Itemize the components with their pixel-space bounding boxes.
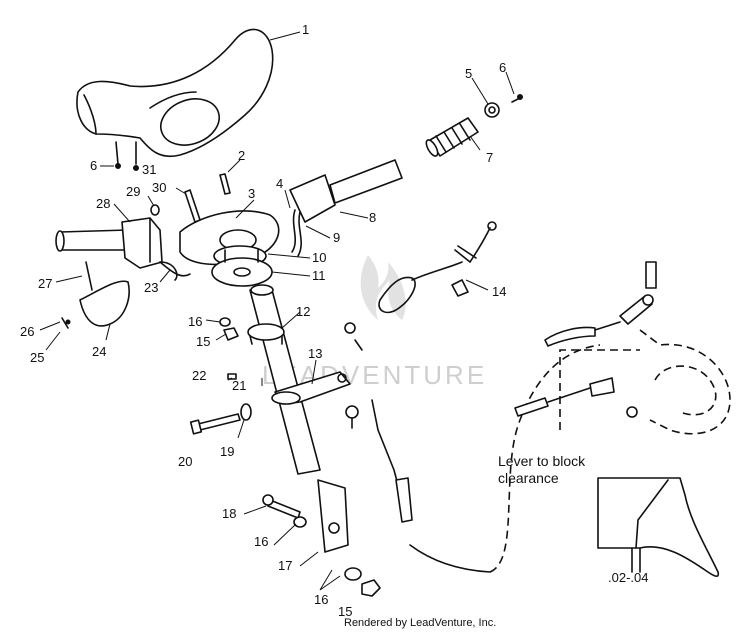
callout-23: 23: [144, 280, 158, 295]
part-8-switch-housing: [289, 174, 336, 257]
callout-10: 10: [312, 250, 326, 265]
callout-3: 3: [248, 186, 255, 201]
part-1-grip-pad: [76, 28, 274, 157]
lever-clearance-note-line1: Lever to block: [498, 453, 586, 469]
carb-linkage: [514, 261, 657, 418]
part-14-tether-cord: [378, 221, 497, 314]
callout-1: 1: [302, 22, 309, 37]
callout-31: 31: [142, 162, 156, 177]
callout-28: 28: [96, 196, 110, 211]
callout-11: 11: [312, 268, 326, 283]
clearance-inset: [597, 477, 720, 577]
callout-16-middle: 16: [254, 534, 268, 549]
cable-route: [489, 329, 731, 573]
callout-16-upper: 16: [188, 314, 202, 329]
part-7-grip: [425, 117, 479, 157]
callout-16-lower: 16: [314, 592, 328, 607]
render-credit: Rendered by LeadVenture, Inc.: [344, 617, 496, 629]
lever-clearance-note-line2: clearance: [498, 470, 559, 486]
callout-27: 27: [38, 276, 52, 291]
callout-7: 7: [486, 150, 493, 165]
part-3-mount-plate: [179, 210, 280, 287]
callout-15-upper: 15: [196, 334, 210, 349]
callout-21: 21: [232, 378, 246, 393]
leader-lines: [39, 31, 515, 591]
part-23-cable: [159, 261, 191, 277]
part-19-washer: [240, 403, 252, 421]
part-24-guard: [79, 280, 130, 327]
part-15-nut: [223, 327, 381, 597]
small-hardware: [61, 173, 359, 429]
part-28-throttle-housing: [121, 217, 178, 281]
part-16-washer: [219, 317, 362, 581]
callout-30: 30: [152, 180, 166, 195]
clearance-value: .02-.04: [608, 570, 648, 585]
part-12-clamp: [247, 323, 285, 345]
handlebar: [55, 159, 403, 252]
callout-26: 26: [20, 324, 34, 339]
callout-18: 18: [222, 506, 236, 521]
callout-15-lower: 15: [338, 604, 352, 619]
throttle-cable: [344, 322, 491, 573]
part-18-bolt: [262, 494, 301, 519]
callout-29: 29: [126, 184, 140, 199]
callout-6-left: 6: [90, 158, 97, 173]
callout-12: 12: [296, 304, 310, 319]
callout-17: 17: [278, 558, 292, 573]
watermark-flame-icon: [360, 255, 406, 320]
callout-4: 4: [276, 176, 283, 191]
part-5-end-cap: [484, 94, 523, 118]
callout-20: 20: [178, 454, 192, 469]
callout-25: 25: [30, 350, 44, 365]
part-17-bracket: [317, 479, 349, 553]
callout-14: 14: [492, 284, 506, 299]
callout-13: 13: [308, 346, 322, 361]
part-13-steering-arm: [271, 371, 351, 405]
callout-8: 8: [369, 210, 376, 225]
callout-5: 5: [465, 66, 472, 81]
callouts: 1 2 3 4 5 6 6 7 8 9 10 11 12 13 14 15 15…: [20, 22, 506, 619]
callout-19: 19: [220, 444, 234, 459]
callout-2: 2: [238, 148, 245, 163]
callout-6-right: 6: [499, 60, 506, 75]
watermark: LEADVENTURE: [262, 255, 484, 390]
screws-6-31: [115, 141, 139, 171]
callout-9: 9: [333, 230, 340, 245]
part-20-bolt: [189, 413, 241, 435]
callout-24: 24: [92, 344, 106, 359]
callout-22: 22: [192, 368, 206, 383]
